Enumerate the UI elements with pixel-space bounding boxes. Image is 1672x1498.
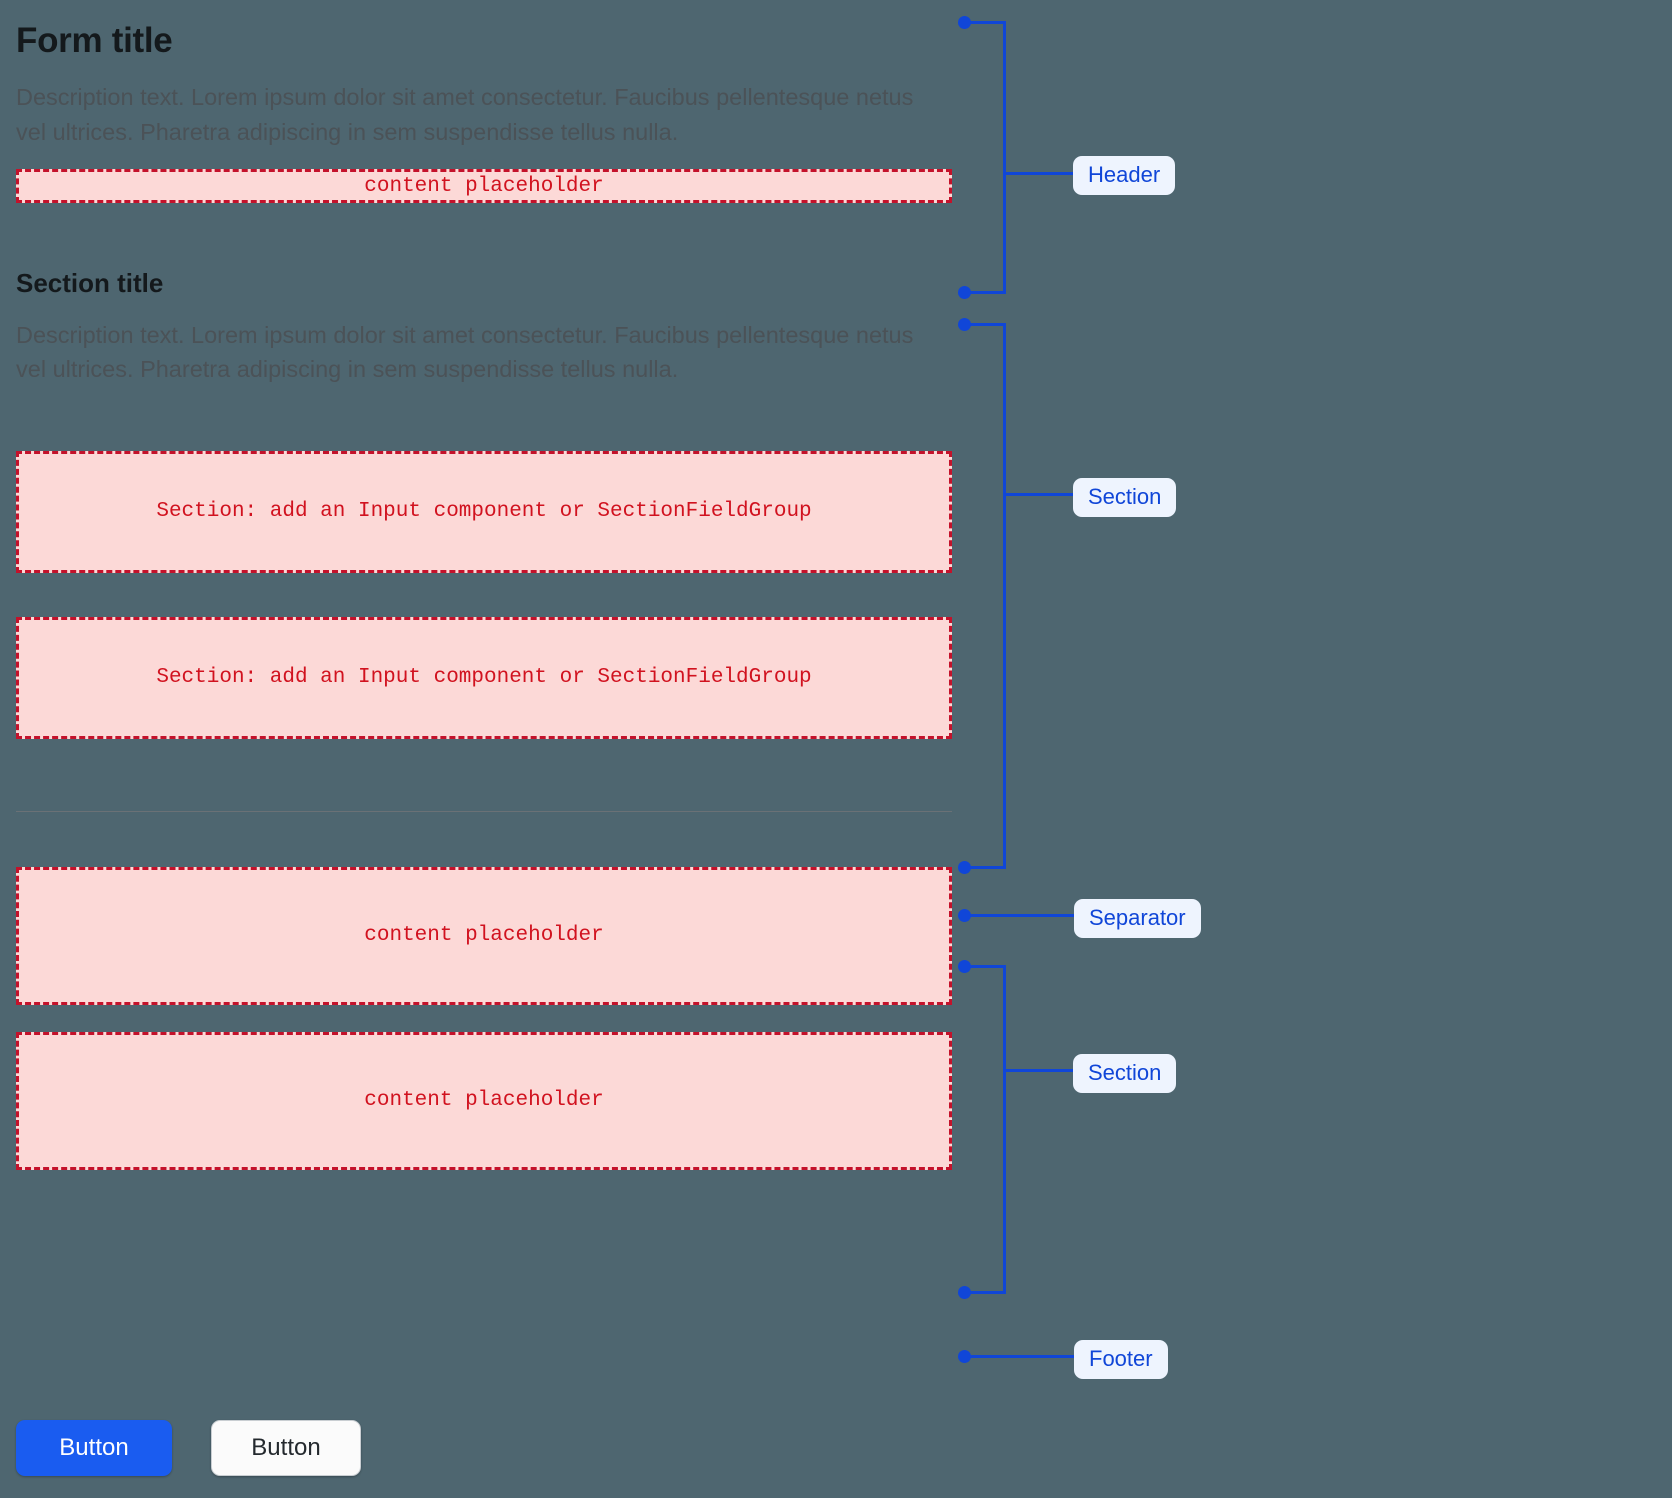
- section-two-anchor-dot-bottom: [958, 1286, 971, 1299]
- section-two-bracket-spine: [1003, 965, 1006, 1293]
- header-content-placeholder[interactable]: content placeholder: [16, 169, 952, 204]
- annotation-pill-footer[interactable]: Footer: [1074, 1340, 1168, 1380]
- annotation-pill-separator[interactable]: Separator: [1074, 899, 1201, 939]
- section-bracket-bottom-line: [964, 866, 1006, 869]
- header-bracket-spine: [1003, 21, 1006, 293]
- section-description: Description text. Lorem ipsum dolor sit …: [16, 321, 914, 383]
- section-two-bracket-top-line: [964, 965, 1006, 968]
- section-two-leader-line: [1003, 1069, 1073, 1072]
- header-leader-line: [1003, 172, 1073, 175]
- section-two-placeholder-2[interactable]: content placeholder: [16, 1031, 952, 1170]
- header-bracket-top-line: [964, 21, 1006, 24]
- section-title: Section title: [16, 268, 164, 299]
- form-description: Description text. Lorem ipsum dolor sit …: [16, 84, 914, 145]
- header-anchor-dot-bottom: [958, 286, 971, 299]
- section-two-bracket-bottom-line: [964, 1291, 1006, 1294]
- separator: [16, 810, 952, 812]
- section-field-placeholder-1[interactable]: Section: add an Input component or Secti…: [16, 450, 952, 573]
- section-field-placeholder-2[interactable]: Section: add an Input component or Secti…: [16, 616, 952, 739]
- section-leader-line: [1003, 493, 1073, 496]
- footer-leader-line: [964, 1355, 1074, 1358]
- primary-button[interactable]: Button: [16, 1420, 172, 1476]
- form-title: Form title: [16, 21, 173, 60]
- secondary-button[interactable]: Button: [211, 1420, 361, 1476]
- section-bracket-spine: [1003, 323, 1006, 868]
- footer-button-row: Button Button: [16, 1420, 361, 1476]
- annotation-pill-section[interactable]: Section: [1073, 478, 1177, 518]
- section-two-placeholder-1[interactable]: content placeholder: [16, 866, 952, 1005]
- section-bracket-top-line: [964, 323, 1006, 326]
- form-column: Form title Description text. Lorem ipsum…: [16, 0, 952, 1170]
- annotation-pill-section-two[interactable]: Section: [1073, 1054, 1177, 1094]
- section-anchor-dot-bottom: [958, 861, 971, 874]
- separator-leader-line: [964, 914, 1074, 917]
- header-bracket-bottom-line: [964, 291, 1006, 294]
- annotation-pill-header[interactable]: Header: [1073, 156, 1176, 196]
